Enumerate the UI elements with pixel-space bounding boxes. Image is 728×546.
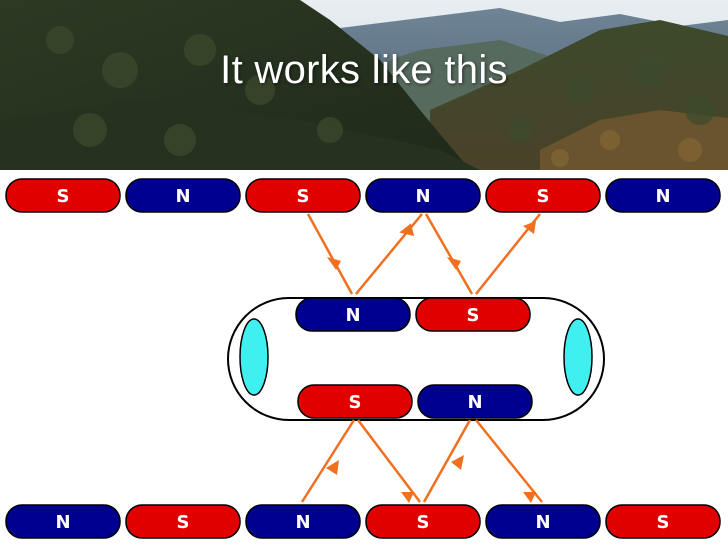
bottom-arrowheads: [326, 455, 536, 503]
rotor-bottom-magnets: S N: [297, 384, 533, 419]
magnet-top-3: S: [245, 178, 361, 213]
slide-title: It works like this: [220, 48, 508, 92]
left-lens: [239, 318, 269, 396]
magnet-top-2: N: [125, 178, 241, 213]
arrowhead-icon: [523, 492, 536, 503]
pole-label: N: [415, 186, 430, 207]
force-arrow: [357, 419, 421, 503]
arrowhead-icon: [326, 460, 339, 475]
mountain-banner: [0, 0, 728, 170]
rotor-bottom-magnet-2: N: [417, 384, 533, 419]
bottom-magnet-row: N S N S N S: [5, 504, 721, 539]
pole-label: S: [177, 512, 190, 533]
rotor-bottom-magnet-1: S: [297, 384, 413, 419]
pole-label: S: [537, 186, 550, 207]
pole-label: N: [467, 392, 482, 413]
pole-label: S: [657, 512, 670, 533]
pole-label: N: [295, 512, 310, 533]
magnetic-motor-diagram: S N S N S N N S: [5, 178, 721, 539]
force-arrow: [422, 419, 472, 503]
pole-label: N: [55, 512, 70, 533]
magnet-bottom-5: N: [485, 504, 601, 539]
magnet-bottom-1: N: [5, 504, 121, 539]
pole-label: N: [175, 186, 190, 207]
force-arrow: [306, 213, 354, 295]
magnet-bottom-4: S: [365, 504, 481, 539]
arrowhead-icon: [401, 492, 414, 503]
force-arrow: [475, 419, 543, 503]
right-lens: [563, 318, 593, 396]
rotor-top-magnets: N S: [295, 297, 531, 332]
magnet-top-6: N: [605, 178, 721, 213]
pole-label: N: [535, 512, 550, 533]
top-magnet-row: S N S N S N: [5, 178, 721, 213]
magnet-bottom-6: S: [605, 504, 721, 539]
magnet-bottom-2: S: [125, 504, 241, 539]
bottom-force-arrows: [300, 419, 543, 503]
rotor-top-magnet-2: S: [415, 297, 531, 332]
magnet-top-5: S: [485, 178, 601, 213]
arrowhead-icon: [327, 257, 341, 270]
pole-label: S: [57, 186, 70, 207]
arrowhead-icon: [451, 455, 464, 470]
pole-label: S: [349, 392, 362, 413]
force-arrow: [300, 419, 356, 503]
top-force-arrows: [306, 213, 541, 295]
magnet-top-1: S: [5, 178, 121, 213]
pole-label: N: [345, 305, 360, 326]
pole-label: N: [655, 186, 670, 207]
pole-label: S: [297, 186, 310, 207]
magnet-bottom-3: N: [245, 504, 361, 539]
pole-label: S: [467, 305, 480, 326]
top-arrowheads: [327, 221, 536, 270]
mountain-landscape-image: [0, 0, 728, 170]
force-arrow: [424, 213, 474, 295]
force-arrow: [355, 213, 423, 295]
arrowhead-icon: [447, 257, 461, 270]
magnet-top-4: N: [365, 178, 481, 213]
pole-label: S: [417, 512, 430, 533]
arrowhead-icon: [523, 221, 536, 234]
arrowhead-icon: [399, 223, 415, 237]
rotor-top-magnet-1: N: [295, 297, 411, 332]
